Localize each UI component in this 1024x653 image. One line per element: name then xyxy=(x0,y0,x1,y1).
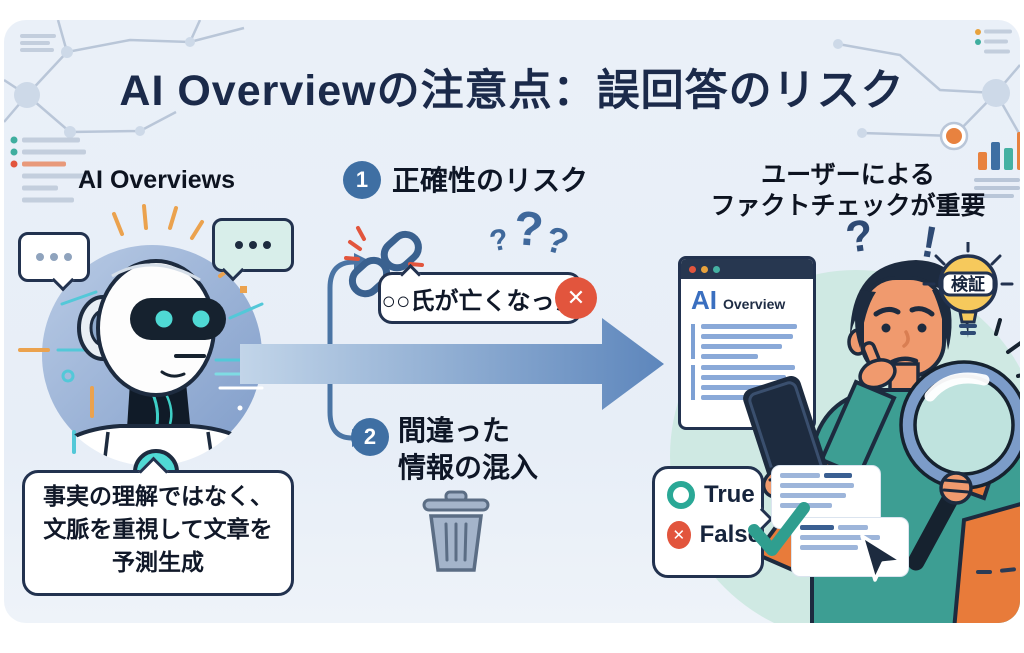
lightbulb-icon: 検証 xyxy=(922,242,1014,335)
network-decoration-topleft xyxy=(4,20,245,138)
robot-caption-bubble: 事実の理解ではなく、 文脈を重視して文章を 予測生成 xyxy=(22,456,294,596)
true-false-bubble: True ✕ False xyxy=(652,466,774,578)
thinking-hand xyxy=(858,341,897,390)
dot xyxy=(263,241,271,249)
flow-arrow xyxy=(240,318,664,410)
verification-label: 検証 xyxy=(951,274,985,294)
mini-list-decoration xyxy=(975,29,1012,54)
text-block xyxy=(691,324,805,359)
robot-caption-text: 事実の理解ではなく、 文脈を重視して文章を 予測生成 xyxy=(43,483,273,575)
robot-head xyxy=(77,259,226,397)
text-lines-decoration xyxy=(20,34,56,52)
ai-logo-text: AI xyxy=(691,285,717,315)
speech-bubble-right xyxy=(212,218,294,282)
risk-1-number: 1 xyxy=(343,161,381,199)
wrong-answer-box: ○○氏が亡くなった ✕ xyxy=(378,263,597,324)
dot xyxy=(249,241,257,249)
sparkle-lines xyxy=(994,318,1020,378)
window-titlebar xyxy=(681,259,813,279)
page-title: AI Overviewの注意点：誤回答のリスク xyxy=(119,67,905,115)
true-icon xyxy=(667,481,695,509)
checkmark-icon xyxy=(748,502,810,556)
spark-lines xyxy=(112,204,204,240)
text-block xyxy=(691,365,805,400)
window-dot-orange xyxy=(701,265,708,273)
risk-1-label: 正確性のリスク xyxy=(392,165,589,196)
ai-overviews-label: AI Overviews xyxy=(78,166,236,194)
dash-decoration xyxy=(976,570,992,574)
infographic-card: AI Overviewの注意点：誤回答のリスク AI Overviews xyxy=(4,20,1020,623)
question-mark-small: ? xyxy=(486,222,512,259)
question-mark-medium: ? xyxy=(540,217,574,264)
question-mark-large: ? xyxy=(512,202,546,257)
speech-bubble-left xyxy=(18,232,90,292)
risk-2-number: 2 xyxy=(351,418,389,456)
snippet-card-2 xyxy=(792,518,908,576)
bar-chart-icon xyxy=(974,132,1020,198)
overview-text: Overview xyxy=(723,296,786,312)
window-dot-red xyxy=(689,265,696,273)
orange-node xyxy=(939,121,969,151)
dot xyxy=(235,241,243,249)
network-decoration-topright xyxy=(833,29,1020,198)
fact-check-heading: ユーザーによる ファクトチェックが重要 xyxy=(710,161,986,220)
face-features xyxy=(873,306,935,317)
risk-2-label: 間違った 情報の混入 xyxy=(398,415,539,483)
dot xyxy=(50,253,58,261)
list-decoration-left xyxy=(10,136,88,203)
dot xyxy=(64,253,72,261)
true-row: True xyxy=(667,481,761,509)
window-dot-teal xyxy=(713,265,720,273)
trash-icon xyxy=(422,490,490,572)
cursor-icon xyxy=(860,534,904,582)
dot xyxy=(36,253,44,261)
true-label: True xyxy=(704,481,755,508)
error-x-icon: ✕ xyxy=(555,277,597,319)
wrong-answer-text: ○○氏が亡くなった xyxy=(381,287,579,315)
false-icon: ✕ xyxy=(667,521,691,549)
